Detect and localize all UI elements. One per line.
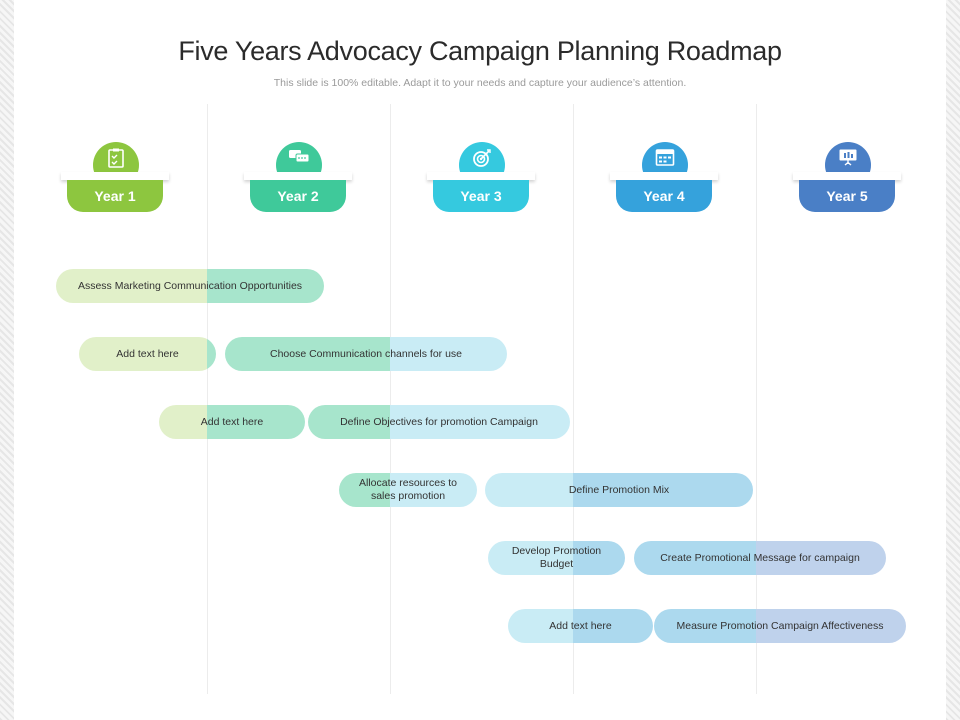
right-border-pattern: [946, 0, 960, 720]
year-header-shelf: [793, 172, 901, 180]
page-title: Five Years Advocacy Campaign Planning Ro…: [178, 36, 782, 66]
year-header-shelf: [61, 172, 169, 180]
year-header-1: Year 1: [61, 142, 171, 214]
task-bar-placeholder-2: Add text here: [159, 405, 305, 439]
year-label: Year 3: [433, 180, 529, 212]
column-divider: [756, 104, 757, 694]
task-bar-choose-channels: Choose Communication channels for use: [225, 337, 507, 371]
column-divider: [573, 104, 574, 694]
year-label: Year 2: [250, 180, 346, 212]
column-divider: [390, 104, 391, 694]
year-header-shelf: [610, 172, 718, 180]
year-label: Year 1: [67, 180, 163, 212]
year-header-shelf: [427, 172, 535, 180]
year-header-5: Year 5: [793, 142, 903, 214]
year-label: Year 4: [616, 180, 712, 212]
task-bar-create-message: Create Promotional Message for campaign: [634, 541, 886, 575]
year-label: Year 5: [799, 180, 895, 212]
task-bar-develop-budget: Develop Promotion Budget: [488, 541, 625, 575]
task-bar-assess-opportunities: Assess Marketing Communication Opportuni…: [56, 269, 324, 303]
page-subtitle: This slide is 100% editable. Adapt it to…: [273, 77, 687, 89]
task-bar-allocate-resources: Allocate resources to sales promotion: [339, 473, 477, 507]
year-header-3: Year 3: [427, 142, 537, 214]
task-bar-measure-effectiveness: Measure Promotion Campaign Affectiveness: [654, 609, 906, 643]
year-header-shelf: [244, 172, 352, 180]
task-bar-define-promotion-mix: Define Promotion Mix: [485, 473, 753, 507]
task-bar-placeholder-3: Add text here: [508, 609, 653, 643]
year-header-2: Year 2: [244, 142, 354, 214]
left-border-pattern: [0, 0, 14, 720]
year-header-4: Year 4: [610, 142, 720, 214]
column-divider: [207, 104, 208, 694]
task-bar-placeholder-1: Add text here: [79, 337, 216, 371]
task-bar-define-objectives: Define Objectives for promotion Campaign: [308, 405, 570, 439]
